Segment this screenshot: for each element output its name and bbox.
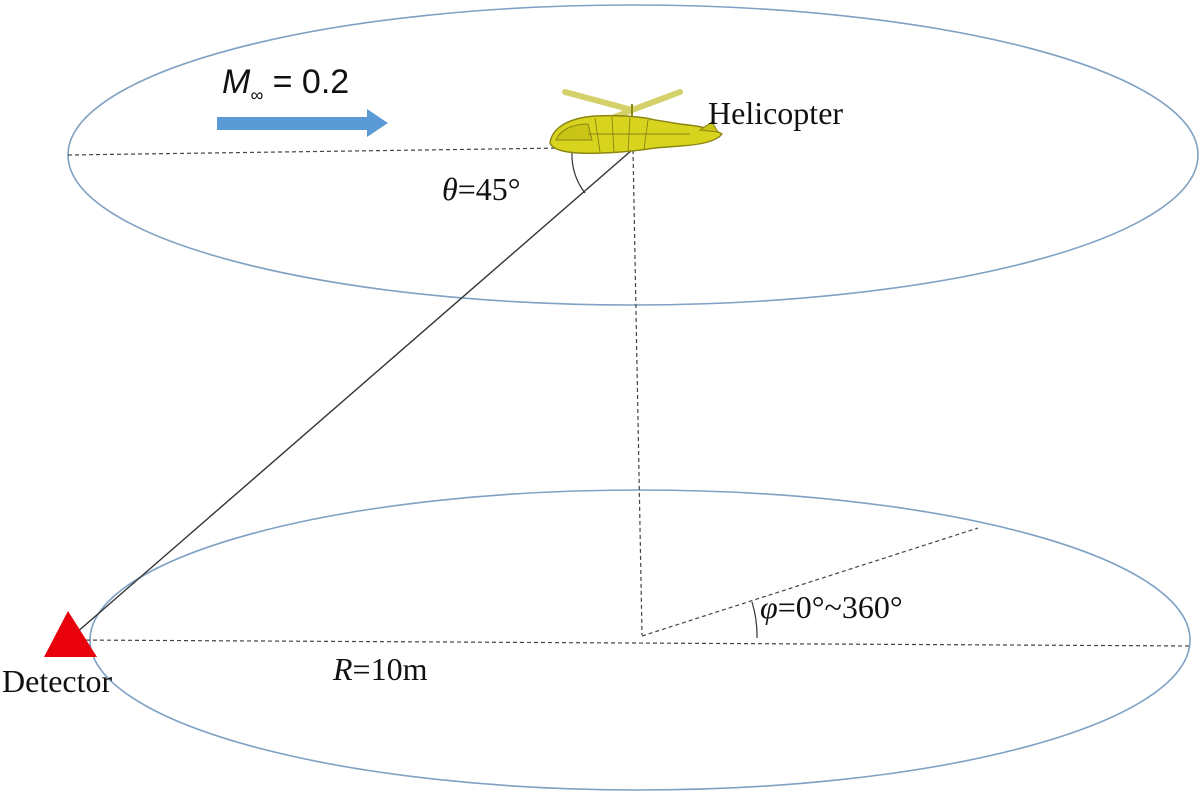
helicopter-label: Helicopter [708,95,843,131]
mach-number-label: M∞ = 0.2 [222,63,349,105]
theta-symbol: θ [442,171,458,207]
theta-label: θ=45° [442,171,521,207]
azimuth-radius-line [641,527,979,637]
right-arrow-icon [217,109,388,137]
phi-symbol: φ [760,589,778,625]
detector-label: Detector [2,663,113,699]
triangle-icon [44,611,97,657]
phi-angle-arc [751,601,758,639]
vertical-axis-line [632,149,643,636]
radius-label: R=10m [332,651,428,687]
upper-diameter-line [67,146,636,156]
helicopter-icon [549,89,724,154]
upper-ellipse [67,4,1199,306]
mach-value: = 0.2 [263,63,349,101]
mach-symbol: M [222,63,251,101]
radius-symbol: R [332,651,353,687]
line-of-sight [67,149,633,641]
theta-value: =45° [458,171,521,207]
lower-diameter-line [71,639,1193,647]
mach-subscript: ∞ [250,85,263,105]
phi-value: =0°~360° [778,589,903,625]
radius-value: =10m [353,651,428,687]
phi-label: φ=0°~360° [760,589,903,625]
theta-angle-arc [571,151,586,194]
